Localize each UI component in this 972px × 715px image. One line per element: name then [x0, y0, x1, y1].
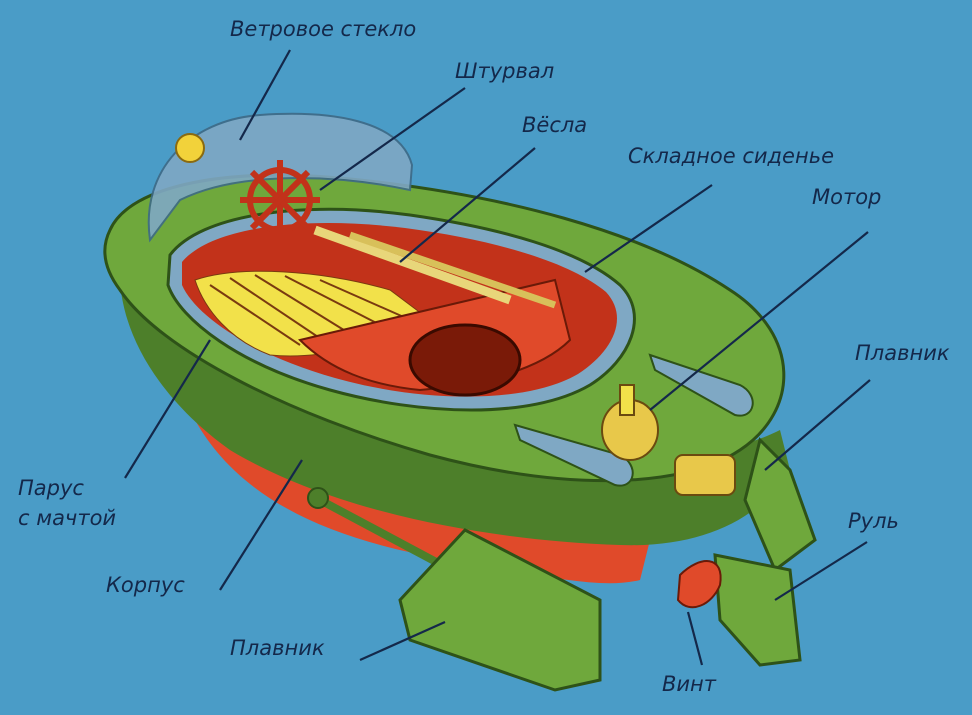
propeller-shape [678, 561, 721, 607]
label-motor: Мотор [812, 185, 881, 209]
label-fin-bottom: Плавник [230, 636, 325, 660]
label-fin-right: Плавник [855, 341, 950, 365]
label-folding-seat: Складное сиденье [628, 144, 834, 168]
label-sail-line1: Парус [18, 476, 84, 500]
fin-pivot [308, 488, 328, 508]
label-steering-wheel: Штурвал [455, 59, 554, 83]
seat-wheel [410, 325, 520, 395]
rudder-shape [715, 555, 800, 665]
steering-wheel-shape [240, 160, 320, 240]
lamp [176, 134, 204, 162]
label-propeller: Винт [662, 672, 717, 696]
label-sail-line2: с мачтой [18, 506, 116, 530]
fin-right-shape [745, 440, 815, 570]
label-rudder: Руль [848, 509, 899, 533]
stern-mount [675, 455, 735, 495]
label-windshield: Ветровое стекло [230, 17, 416, 41]
label-hull: Корпус [106, 573, 185, 597]
label-oars: Вёсла [522, 113, 587, 137]
